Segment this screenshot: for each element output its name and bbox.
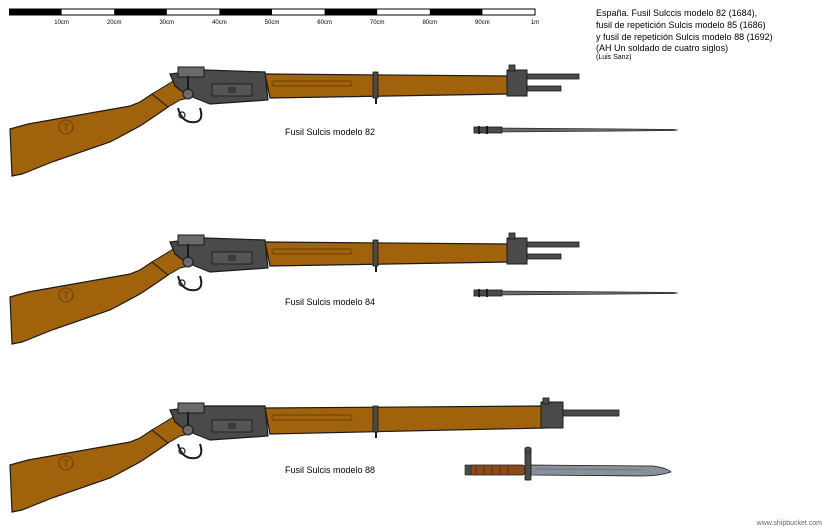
scale-tick-label: 50cm: [264, 20, 280, 26]
scale-tick-label: 1m: [530, 20, 540, 26]
scale-tick-label: 70cm: [369, 20, 385, 26]
spike-bayonet-82: [473, 125, 679, 135]
scale-tick-label: 30cm: [159, 20, 175, 26]
description-line: y fusil de repetición Sulcis modelo 88 (…: [596, 32, 773, 42]
scale-tick-label: 10cm: [54, 20, 69, 26]
rifle-82-illustration: [9, 64, 580, 177]
rifle-88-illustration: [9, 397, 620, 513]
scale-ruler: [9, 8, 536, 16]
scale-tick-label: 80cm: [422, 20, 438, 26]
rifle-label: Fusil Sulcis modelo 82: [285, 127, 376, 137]
description-line: (AH Un soldado de cuatro siglos): [596, 43, 729, 53]
spike-bayonet-84: [473, 288, 679, 298]
rifle-label: Fusil Sulcis modelo 84: [285, 297, 376, 307]
author-credit: (Luis Sanz): [596, 54, 632, 61]
scale-tick-label: 40cm: [212, 20, 227, 26]
scale-tick-label: 20cm: [106, 20, 122, 26]
description-line: fusil de repetición Sulcis modelo 85 (16…: [596, 20, 766, 30]
scale-tick-label: 90cm: [475, 20, 490, 26]
watermark: www.shipbucket.com: [756, 520, 822, 527]
rifle-84-illustration: [9, 232, 580, 345]
rifle-label: Fusil Sulcis modelo 88: [285, 465, 376, 475]
scale-tick-label: 60cm: [317, 20, 332, 26]
scale-bar: 10cm 20cm 30cm 40cm 50cm 60cm 70cm 80cm …: [9, 6, 540, 26]
knife-bayonet-88: [464, 446, 672, 481]
description-line: España. Fusil Sulccis modelo 82 (1684),: [596, 8, 758, 18]
